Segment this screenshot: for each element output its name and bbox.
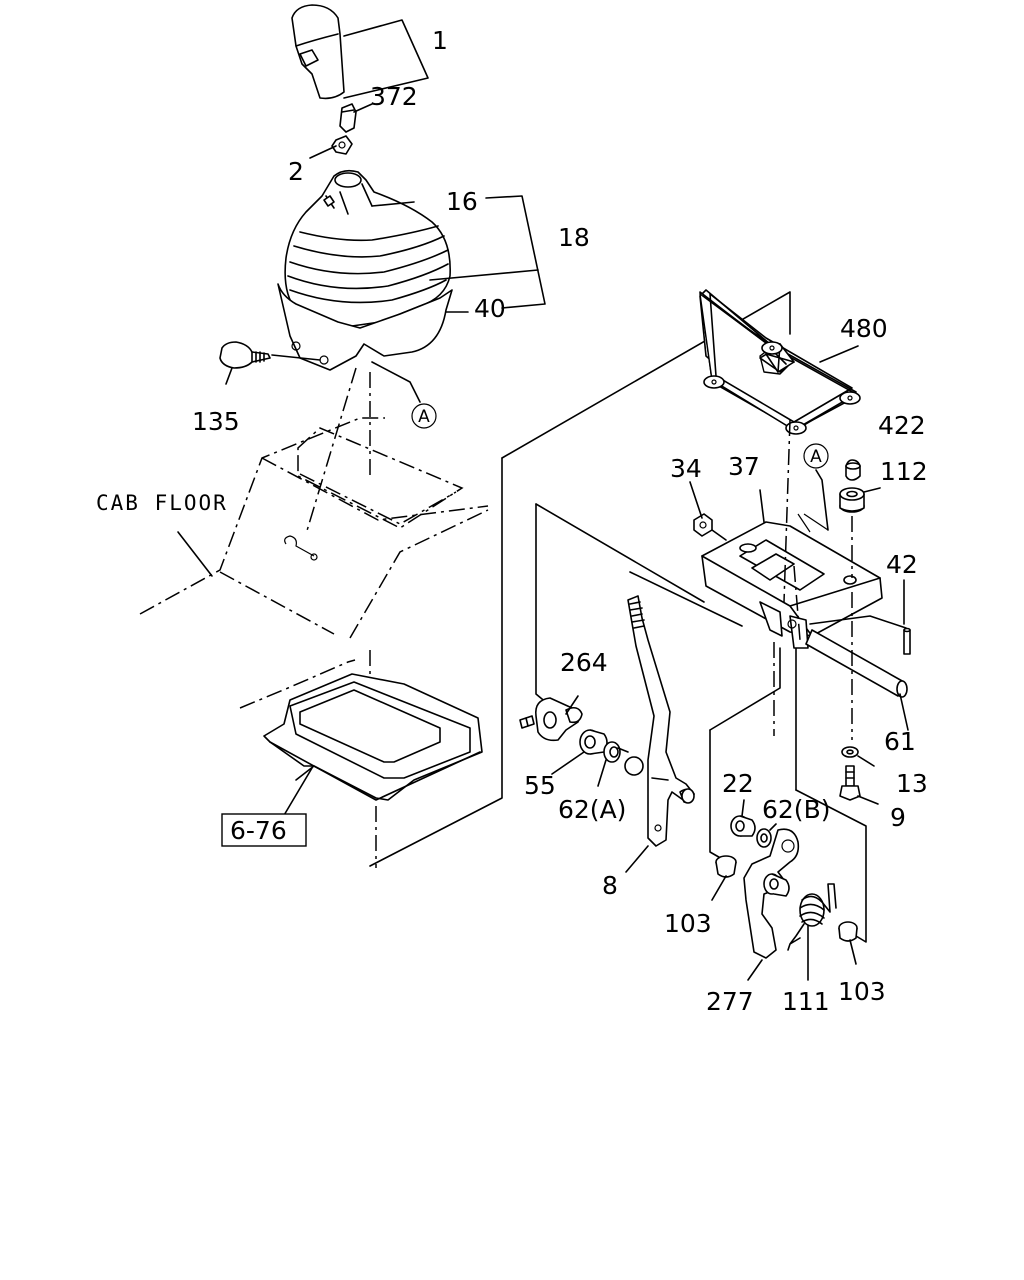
label-277: 277 [706,987,754,1016]
right-leaders [689,469,829,531]
bracket-264 [519,695,583,742]
washer-62A [597,741,629,787]
label-9: 9 [890,803,906,832]
label-112: 112 [880,457,928,486]
callout-a-left-text: A [418,407,430,427]
washer-13 [841,746,875,767]
label-61: 61 [884,727,916,756]
label-264: 264 [560,648,608,677]
bolt-9 [839,765,879,805]
label-37: 37 [728,452,760,481]
label-55: 55 [524,771,556,800]
bolt-135 [219,341,321,369]
nut-34 [693,513,727,541]
ref-box-6-76: 6-76 [221,813,307,847]
label-16: 16 [446,187,478,216]
pin-42 [903,579,911,655]
right-guides [773,419,853,740]
lever-277 [743,828,800,981]
callout-a-right: A [803,443,829,469]
label-372: 372 [370,82,418,111]
label-13: 13 [896,769,928,798]
callout-a-right-text: A [810,447,822,467]
label-111: 111 [782,987,830,1016]
label-62B: 62(B) [762,795,830,824]
floor-cover [263,673,483,823]
bushing-22 [730,799,756,837]
spring-111 [787,883,837,981]
left-leaders [225,19,546,403]
shaft-61 [805,615,909,731]
label-18: 18 [558,223,590,252]
bracket-37 [701,521,883,649]
boot-16 [284,169,451,327]
gasket-480 [699,289,861,435]
assembly-bracket [369,291,867,943]
label-62A: 62(A) [558,795,626,824]
label-cab-floor: CAB FLOOR [96,491,228,515]
label-42: 42 [886,550,918,579]
labels: 1 372 2 16 18 40 135 A CAB FLOOR 6-76 48… [96,26,928,1016]
label-1: 1 [432,26,448,55]
nut-2 [331,135,353,155]
label-422: 422 [878,411,926,440]
lever-knob [291,4,345,100]
label-34: 34 [670,454,702,483]
cap-422 [845,459,861,481]
label-2: 2 [288,157,304,186]
label-22: 22 [722,769,754,798]
ref-box-text: 6-76 [230,816,287,845]
grommet-112 [839,487,881,513]
label-480: 480 [840,314,888,343]
knob-bolt-372 [339,103,357,133]
label-8: 8 [602,871,618,900]
label-40: 40 [474,294,506,323]
label-103-left: 103 [664,909,712,938]
label-103-right: 103 [838,977,886,1006]
lever-8 [624,595,695,873]
washer-62B [756,823,777,848]
label-135: 135 [192,407,240,436]
bushing-103-right [838,921,858,965]
callout-a-left: A [411,403,437,429]
cab-floor-outline [139,367,489,868]
plate-40 [277,283,453,371]
bushing-55 [551,729,608,775]
bushing-103-left [711,855,737,901]
